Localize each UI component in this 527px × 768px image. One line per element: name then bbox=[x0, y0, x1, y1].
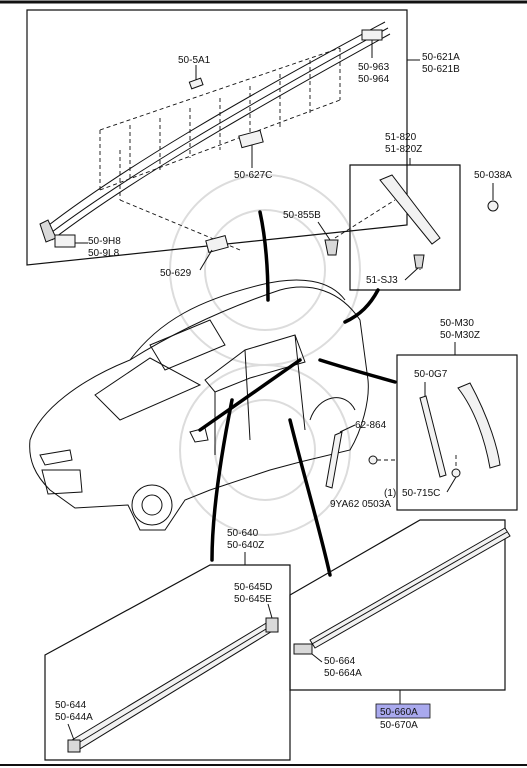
vehicle-grille bbox=[41, 469, 83, 495]
clip-sj3-leader bbox=[404, 267, 419, 281]
label-bolt-prefix: (1) bbox=[384, 488, 396, 499]
left-sill-strip-inner bbox=[74, 625, 272, 746]
clip-715c-leader bbox=[446, 476, 457, 493]
label-end-9l8: 50-9L8 bbox=[88, 248, 120, 259]
clip-sj3-part[interactable] bbox=[413, 254, 425, 269]
clip-629-part[interactable] bbox=[205, 235, 229, 253]
label-mould-670a: 50-670A bbox=[380, 720, 418, 731]
label-mould-m30z: 50-M30Z bbox=[440, 330, 480, 341]
end-9h8-part[interactable] bbox=[54, 234, 76, 248]
label-clip-5a1: 50-5A1 bbox=[178, 55, 211, 66]
rear-garnish-box bbox=[349, 164, 461, 291]
label-cap-664a: 50-664A bbox=[324, 668, 362, 679]
rear-mould-box bbox=[396, 354, 518, 511]
callout-sill-right bbox=[288, 418, 332, 577]
label-clip-627c: 50-627C bbox=[234, 170, 272, 181]
strip-864-leader bbox=[339, 424, 356, 433]
vehicle-front-wheel-hub bbox=[141, 494, 163, 516]
clip-855b-leader bbox=[317, 221, 331, 241]
cap-644-part[interactable] bbox=[67, 739, 81, 753]
rear-garnish-guide bbox=[334, 199, 396, 239]
right-sill-group: 50-664 50-664A bbox=[289, 519, 511, 705]
roof-rail-group: 50-5A1 50-621A 50-621B 50-963 50-964 50-… bbox=[26, 9, 460, 266]
callout-rear-mould bbox=[318, 358, 397, 384]
rear-garnish-part[interactable] bbox=[379, 174, 441, 245]
callout-belt-line bbox=[198, 358, 302, 432]
clip-5a1-part[interactable] bbox=[188, 77, 204, 90]
label-sill-640: 50-640 bbox=[227, 528, 259, 539]
label-cap-664: 50-664 bbox=[324, 656, 356, 667]
vehicle-illustration bbox=[29, 279, 369, 531]
label-clip-sj3: 51-SJ3 bbox=[366, 275, 398, 286]
right-sill-box bbox=[289, 519, 506, 691]
label-screw-038a: 50-038A bbox=[474, 170, 512, 181]
label-roof-trim-upper: 50-621A bbox=[422, 52, 460, 63]
vehicle-front-wheel bbox=[131, 484, 173, 526]
clip-715c-part[interactable] bbox=[451, 468, 461, 478]
strip-0g7-part[interactable] bbox=[419, 395, 447, 478]
right-sill-strip-inner bbox=[311, 531, 508, 645]
label-strip-0g7: 50-0G7 bbox=[414, 369, 448, 380]
vehicle-headlight bbox=[39, 449, 73, 466]
label-cap-645e: 50-645E bbox=[234, 594, 272, 605]
label-sill-640z: 50-640Z bbox=[227, 540, 264, 551]
clip-629-leader bbox=[199, 249, 213, 271]
label-mould-660a[interactable]: 50-660A bbox=[380, 707, 418, 718]
callout-roof bbox=[258, 210, 270, 302]
cap-664-leader bbox=[311, 653, 323, 663]
vehicle-roof bbox=[129, 279, 346, 361]
cap-645d-part[interactable] bbox=[265, 617, 279, 633]
strip-864-part[interactable] bbox=[325, 431, 343, 489]
clip-855b-part[interactable] bbox=[324, 239, 339, 256]
label-bolt-9ya62: 9YA62 0503A bbox=[330, 499, 391, 510]
vehicle-windshield bbox=[94, 357, 202, 421]
vehicle-rear-wheel-arch bbox=[309, 397, 356, 421]
label-garnish-820z: 51-820Z bbox=[385, 144, 422, 155]
highlight-box bbox=[375, 703, 431, 719]
screw-038a-part[interactable] bbox=[487, 200, 499, 212]
callout-garnish bbox=[343, 288, 380, 324]
label-cap-644a: 50-644A bbox=[55, 712, 93, 723]
label-mould-m30: 50-M30 bbox=[440, 318, 474, 329]
rear-mould-group: 50-M30 50-M30Z 50-0G7 50-715C bbox=[368, 318, 518, 511]
label-clip-629: 50-629 bbox=[160, 268, 192, 279]
roof-rail-guides bbox=[99, 47, 341, 251]
callout-sill-left bbox=[210, 398, 234, 562]
vehicle-sunroof bbox=[149, 319, 226, 371]
rear-mould-part[interactable] bbox=[457, 382, 501, 469]
label-end-9h8: 50-9H8 bbox=[88, 236, 121, 247]
label-cap-645d: 50-645D bbox=[234, 582, 272, 593]
label-clip-855b: 50-855B bbox=[283, 210, 321, 221]
clip-627c-part[interactable] bbox=[238, 129, 264, 149]
cap-645d-leader bbox=[267, 603, 273, 619]
label-cap-644: 50-644 bbox=[55, 700, 87, 711]
vehicle-door-lines bbox=[214, 334, 306, 455]
bolt-part[interactable] bbox=[368, 455, 378, 465]
label-clip-715c: 50-715C bbox=[402, 488, 440, 499]
rear-garnish-group: 51-820 51-820Z 50-038A 50-855B 51-SJ3 bbox=[283, 132, 512, 291]
clip-963-part[interactable] bbox=[361, 29, 383, 41]
label-clip-964: 50-964 bbox=[358, 74, 390, 85]
cap-664-part[interactable] bbox=[293, 643, 313, 655]
label-strip-864: 62-864 bbox=[355, 420, 387, 431]
left-sill-group: 50-640 50-640Z 50-645D 50-645E 50-644 50… bbox=[44, 528, 291, 761]
vehicle-body-outline bbox=[29, 286, 369, 531]
roof-rail-box bbox=[26, 9, 408, 266]
label-clip-963: 50-963 bbox=[358, 62, 390, 73]
cap-644-leader bbox=[67, 723, 75, 741]
label-garnish-820: 51-820 bbox=[385, 132, 417, 143]
label-roof-trim-lower: 50-621B bbox=[422, 64, 460, 75]
roof-rail-strip[interactable] bbox=[44, 21, 391, 241]
